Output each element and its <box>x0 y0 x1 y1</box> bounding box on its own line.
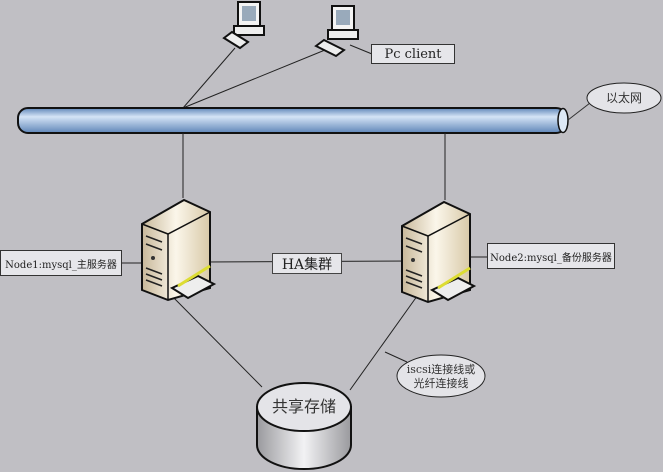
pc-icon <box>222 1 265 50</box>
node2-label: Node2:mysql_备份服务器 <box>487 243 615 269</box>
server-icon <box>401 200 477 304</box>
iscsi-label: iscsi连接线或 光纤连接线 <box>397 356 485 398</box>
iscsi-label-line2: 光纤连接线 <box>413 377 469 390</box>
client1-link <box>182 47 236 109</box>
client2-link <box>182 49 326 109</box>
pc-icon <box>314 5 359 58</box>
server-icon <box>141 198 217 302</box>
shared-storage-cylinder <box>256 382 352 470</box>
pc-client-label: Pc client <box>371 44 455 64</box>
node2-storage-link <box>349 291 421 391</box>
ethernet-callout-line <box>567 102 591 121</box>
ethernet-bus <box>17 107 569 134</box>
ha-cluster-label: HA集群 <box>272 253 342 274</box>
iscsi-callout <box>396 354 486 398</box>
ethernet-label: 以太网 <box>605 91 642 105</box>
shared-storage-label: 共享存储 <box>271 397 336 416</box>
pc-client-callout-line <box>349 44 373 55</box>
iscsi-callout-line <box>384 351 408 363</box>
ethernet-callout <box>586 82 662 114</box>
node1-label: Node1:mysql_主服务器 <box>0 250 122 276</box>
iscsi-label-line1: iscsi连接线或 <box>406 363 476 376</box>
node1-storage-link <box>167 291 263 388</box>
